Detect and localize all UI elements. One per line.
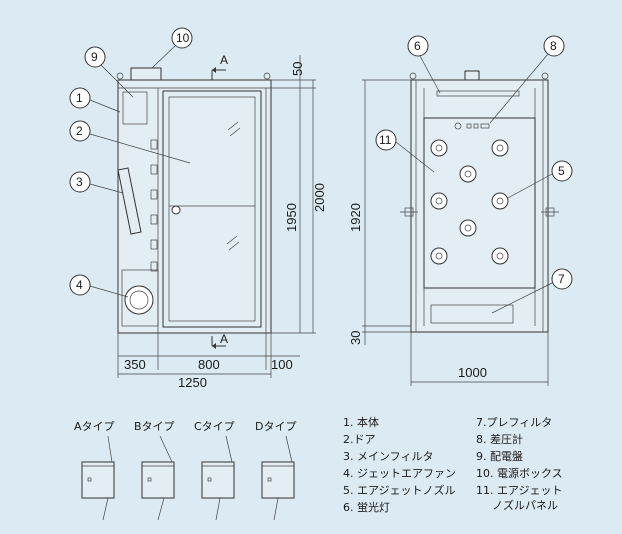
callout-6: 6: [407, 35, 441, 94]
legend-item-2: 2.ドア: [343, 433, 376, 446]
callout-10: 10: [151, 27, 193, 69]
power-box: [130, 67, 162, 81]
distribution-panel: [122, 91, 148, 125]
dim-800: 800: [198, 357, 220, 372]
legend-item-8: 8. 差圧計: [476, 432, 523, 446]
main-filter: [117, 167, 142, 235]
type-a-label: Aタイプ: [74, 420, 115, 433]
type-a-icon: [81, 435, 115, 521]
svg-text:8: 8: [550, 39, 557, 53]
fan-housing: [121, 269, 159, 327]
dim-1000: 1000: [458, 365, 487, 380]
dim-1920: 1920: [348, 203, 363, 232]
type-d-label: Dタイプ: [255, 420, 296, 433]
legend-item-10: 10. 電源ボックス: [476, 466, 563, 480]
callout-1: 1: [69, 87, 121, 113]
svg-text:2: 2: [76, 124, 83, 138]
type-d-icon: [261, 435, 295, 521]
legend-item-9: 9. 配電盤: [476, 450, 523, 463]
svg-text:9: 9: [91, 50, 98, 64]
legend-item-4: 4. ジェットエアファン: [343, 467, 456, 480]
section-view: 1920 30 1000 6 8 11 5 7: [348, 35, 573, 386]
svg-text:10: 10: [176, 31, 190, 45]
svg-text:11: 11: [379, 133, 392, 147]
callout-8: 8: [489, 35, 565, 124]
section-label-top: A: [220, 53, 228, 67]
svg-text:5: 5: [558, 164, 565, 178]
callout-7: 7: [491, 268, 573, 314]
callout-9: 9: [84, 46, 134, 98]
legend-item-1: 1. 本体: [343, 415, 379, 429]
type-c-icon: [201, 435, 235, 521]
svg-text:1: 1: [76, 91, 83, 105]
callout-5: 5: [507, 160, 573, 199]
door: [162, 90, 262, 328]
dim-350: 350: [124, 357, 146, 372]
legend-item-11-cont: ノズルパネル: [492, 498, 558, 512]
svg-text:7: 7: [558, 272, 565, 286]
dim-50: 50: [290, 62, 305, 76]
legend-item-3: 3. メインフィルタ: [343, 450, 433, 463]
callout-3: 3: [69, 171, 124, 194]
callout-4: 4: [69, 274, 129, 298]
dim-100: 100: [271, 357, 293, 372]
dim-2000: 2000: [312, 183, 327, 212]
front-view: A A 50 1950 2000 350 800 100 1250 10: [69, 27, 327, 390]
dim-1950: 1950: [284, 203, 299, 232]
section-label-bottom: A: [220, 332, 228, 346]
legend-item-5: 5. エアジェットノズル: [343, 483, 456, 497]
type-b-label: Bタイプ: [134, 420, 175, 433]
jet-fan: [124, 285, 154, 315]
type-c-label: Cタイプ: [194, 420, 235, 433]
top-box: [464, 70, 480, 81]
callout-11: 11: [375, 129, 435, 173]
parts-legend: 1. 本体 2.ドア 3. メインフィルタ 4. ジェットエアファン 5. エア…: [343, 415, 563, 514]
legend-item-6: 6. 蛍光灯: [343, 500, 390, 514]
nozzles-side: [150, 139, 158, 272]
pre-filter: [430, 304, 514, 324]
door-handle: [171, 205, 181, 215]
svg-text:3: 3: [76, 175, 83, 189]
callout-2: 2: [69, 120, 191, 164]
nozzles: [430, 139, 509, 265]
type-b-icon: [141, 435, 175, 521]
legend-item-11: 11. エアジェット: [476, 484, 563, 497]
dim-30: 30: [348, 331, 363, 345]
svg-text:4: 4: [76, 278, 83, 292]
fluorescent-lamp: [436, 90, 520, 97]
legend-item-7: 7.プレフィルタ: [476, 416, 552, 429]
type-variants: Aタイプ Bタイプ Cタイプ Dタイプ: [74, 420, 296, 521]
svg-text:6: 6: [414, 39, 421, 53]
dim-1250: 1250: [178, 375, 207, 390]
